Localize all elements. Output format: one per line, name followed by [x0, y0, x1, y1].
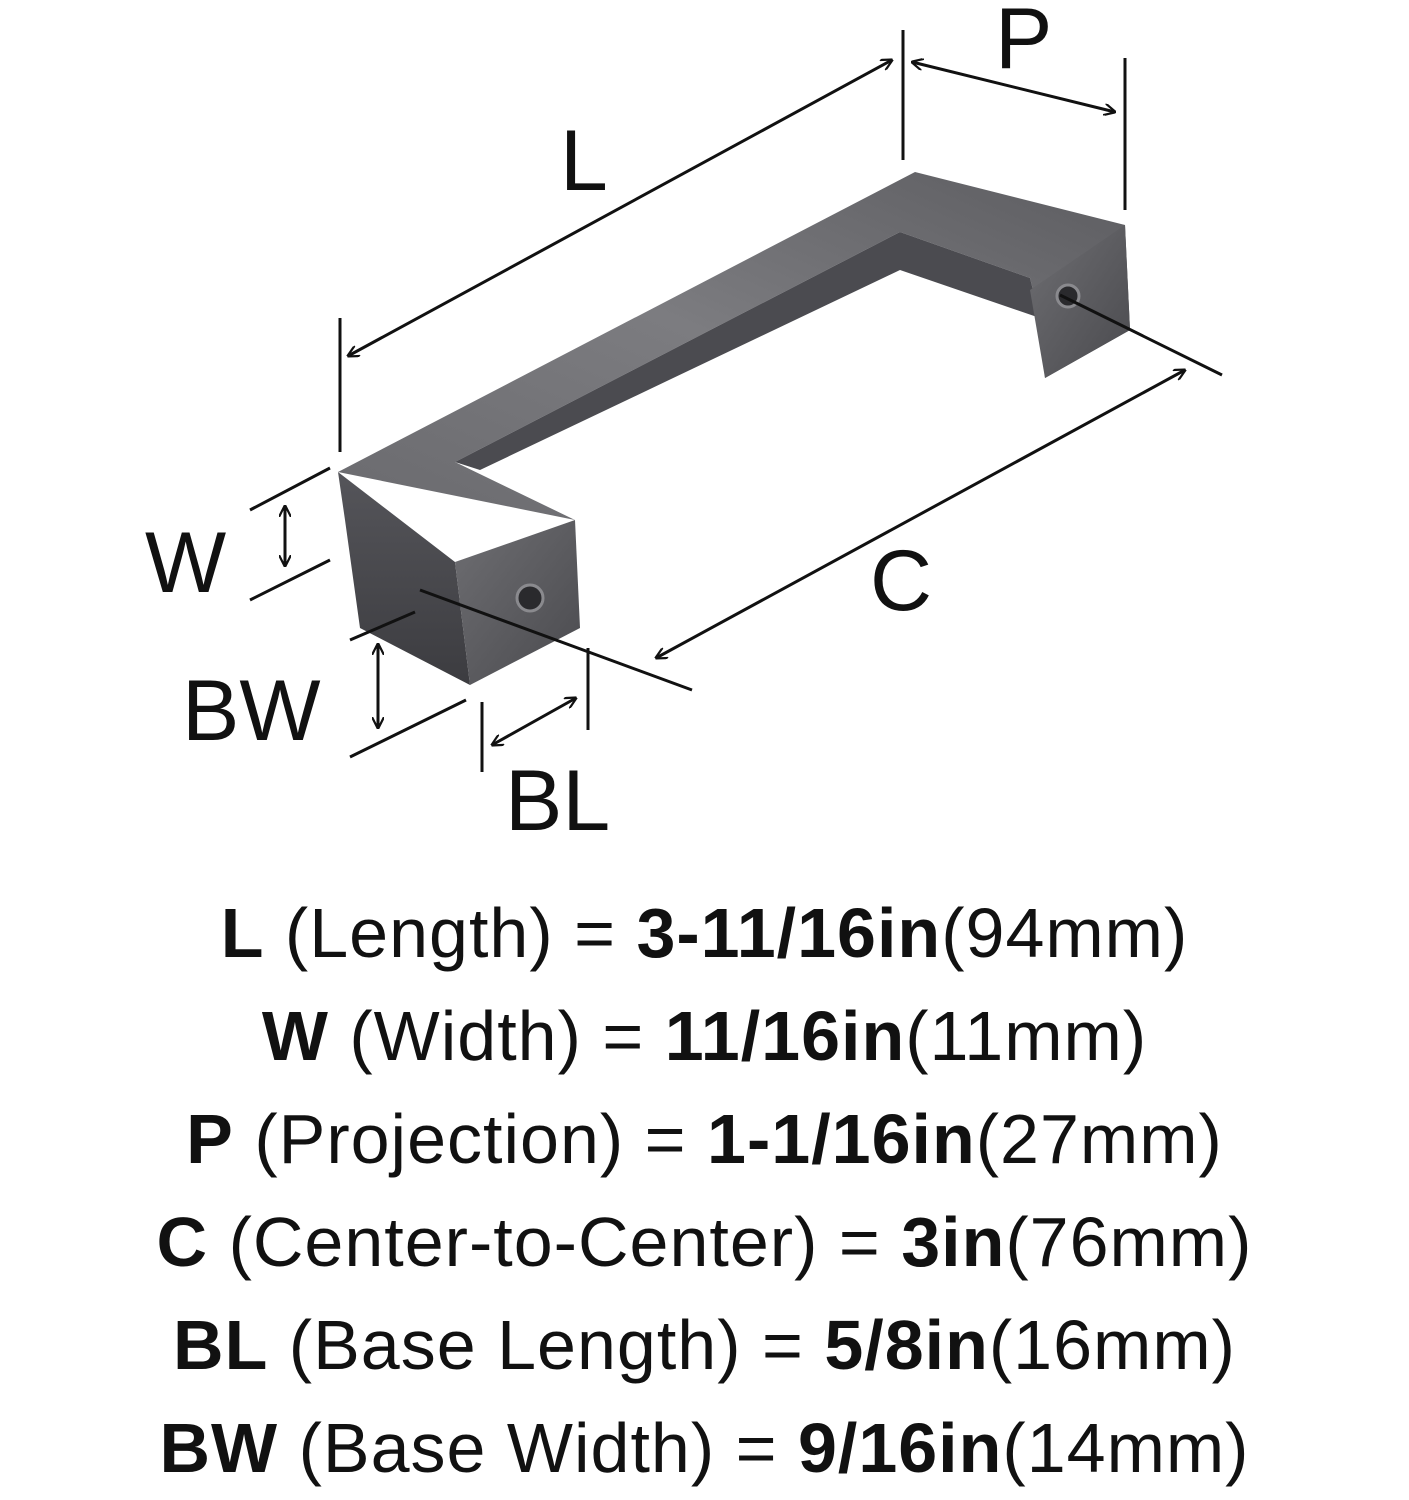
label-c: C [870, 533, 932, 629]
spec-code: W [261, 997, 329, 1075]
c-centerline-left [419, 588, 693, 692]
spec-value-imperial: 5/8in [824, 1306, 989, 1384]
spec-row-center-to-center: C (Center-to-Center) = 3in(76mm) [0, 1191, 1409, 1294]
spec-value-metric: (16mm) [988, 1306, 1236, 1384]
spec-value-imperial: 11/16in [664, 997, 906, 1075]
spec-equals: = [735, 1409, 778, 1487]
spec-value-imperial: 9/16in [797, 1409, 1003, 1487]
spec-code: L [220, 894, 265, 972]
spec-value-metric: (76mm) [1005, 1203, 1253, 1281]
c-centerline-right [1059, 293, 1223, 377]
bw-extension-bottom [349, 698, 467, 759]
dimension-lines [249, 30, 1223, 772]
handle-bar-top [338, 172, 1125, 520]
spec-description: (Base Length) [288, 1306, 742, 1384]
c-dimension-arrow [656, 370, 1185, 658]
handle-right-leg-end [1030, 225, 1130, 378]
p-dimension-arrow [912, 62, 1115, 112]
spec-value-imperial: 3-11/16in [636, 894, 942, 972]
dimension-spec-list: L (Length) = 3-11/16in(94mm) W (Width) =… [0, 882, 1409, 1500]
spec-value-imperial: 1-1/16in [707, 1100, 976, 1178]
cabinet-pull-handle [338, 172, 1130, 685]
spec-value-imperial: 3in [901, 1203, 1006, 1281]
dimension-diagram: L P W C BW BL [145, 0, 1223, 849]
spec-equals: = [574, 894, 616, 972]
handle-bar-side [455, 232, 1040, 470]
spec-code: C [156, 1203, 209, 1281]
spec-equals: = [602, 997, 645, 1075]
spec-code: BL [173, 1306, 269, 1384]
spec-row-width: W (Width) = 11/16in(11mm) [0, 985, 1409, 1088]
w-extension-top [249, 466, 331, 512]
spec-equals: = [644, 1100, 687, 1178]
spec-value-metric: (27mm) [975, 1100, 1223, 1178]
handle-left-leg-side [338, 472, 470, 685]
label-bl: BL [505, 753, 610, 849]
spec-row-length: L (Length) = 3-11/16in(94mm) [0, 882, 1409, 985]
spec-description: (Width) [349, 997, 582, 1075]
spec-row-base-width: BW (Base Width) = 9/16in(14mm) [0, 1397, 1409, 1500]
spec-description: (Center-to-Center) [228, 1203, 819, 1281]
spec-row-projection: P (Projection) = 1-1/16in(27mm) [0, 1088, 1409, 1191]
spec-row-base-length: BL (Base Length) = 5/8in(16mm) [0, 1294, 1409, 1397]
label-bw: BW [182, 663, 321, 759]
spec-equals: = [761, 1306, 804, 1384]
spec-code: BW [159, 1409, 279, 1487]
label-p: P [995, 0, 1052, 87]
spec-value-metric: (11mm) [905, 997, 1148, 1075]
spec-equals: = [838, 1203, 881, 1281]
spec-description: (Projection) [254, 1100, 625, 1178]
spec-value-metric: (14mm) [1002, 1409, 1250, 1487]
left-screw-hole [515, 583, 545, 613]
spec-description: (Length) [284, 894, 554, 972]
bw-extension-top [349, 610, 416, 642]
spec-code: P [186, 1100, 234, 1178]
label-l: L [560, 113, 608, 209]
spec-value-metric: (94mm) [941, 894, 1189, 972]
bl-dimension-arrow [492, 698, 576, 745]
w-extension-bottom [249, 558, 331, 602]
spec-description: (Base Width) [298, 1409, 716, 1487]
l-dimension-arrow [348, 60, 892, 356]
label-w: W [145, 515, 226, 611]
